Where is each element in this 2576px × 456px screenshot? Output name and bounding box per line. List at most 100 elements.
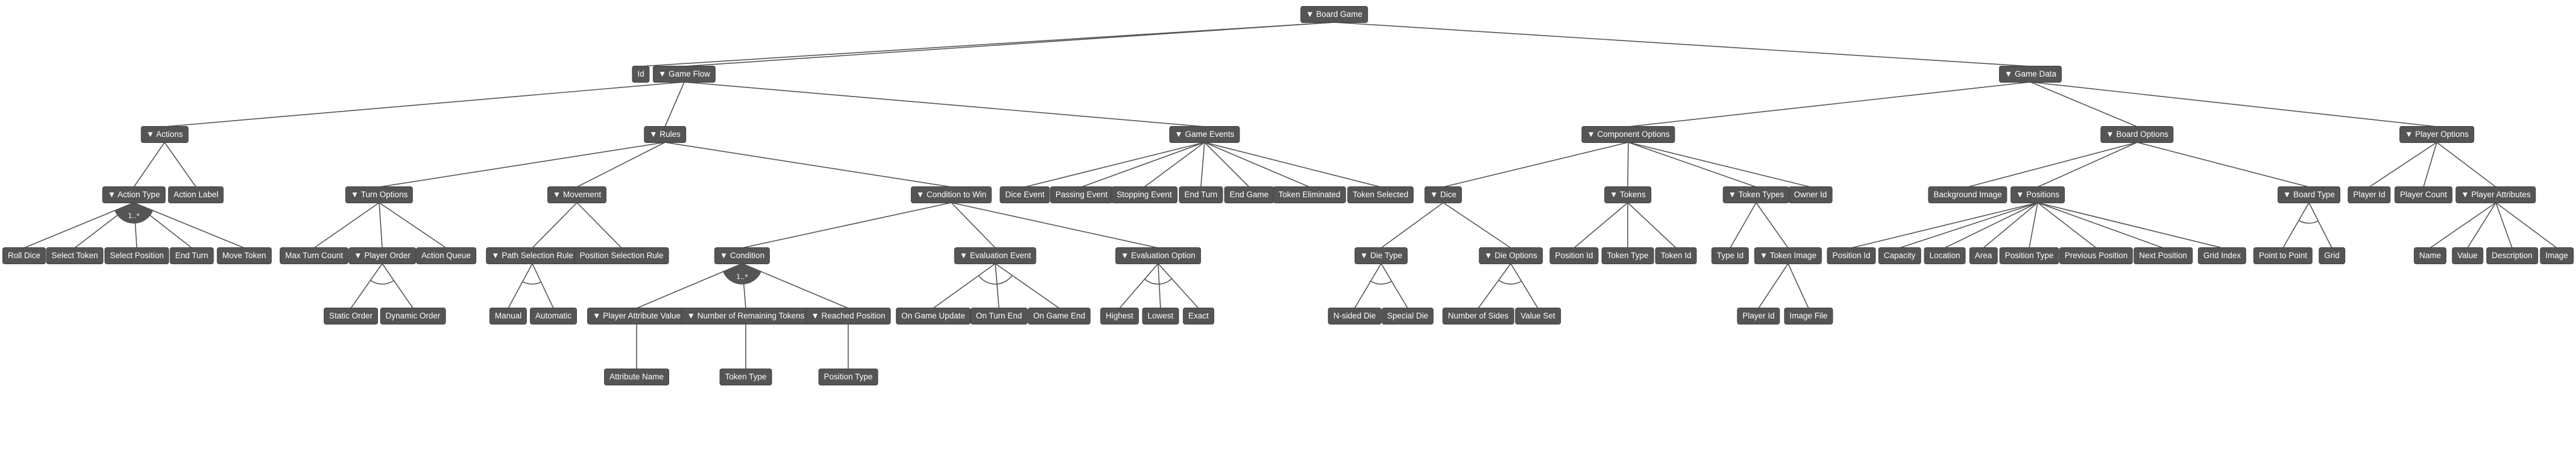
feature-node-highest[interactable]: Highest — [1101, 308, 1138, 324]
connector-board-options-to-background-image — [1967, 142, 2138, 188]
feature-node-on-game-end[interactable]: On Game End — [1028, 308, 1091, 324]
feature-node-board-game[interactable]: ▼ Board Game — [1301, 7, 1367, 22]
feature-node-component-options[interactable]: ▼ Component Options — [1582, 127, 1675, 142]
feature-node-type-id[interactable]: Type Id — [1712, 248, 1749, 264]
connector-tokens-to-position-id-tok — [1573, 202, 1628, 249]
feature-node-positions[interactable]: ▼ Positions — [2011, 187, 2064, 203]
feature-node-next-position[interactable]: Next Position — [2134, 248, 2192, 264]
feature-node-condition[interactable]: ▼ Condition — [714, 248, 770, 264]
feature-node-point-to-point[interactable]: Point to Point — [2253, 248, 2313, 264]
feature-node-owner-id[interactable]: Owner Id — [1789, 187, 1832, 203]
connector-die-type-to-special-die — [1381, 263, 1408, 309]
feature-node-on-turn-end[interactable]: On Turn End — [971, 308, 1027, 324]
connector-board-game-to-id — [640, 22, 1335, 67]
connector-condition-to-win-to-condition — [742, 202, 952, 249]
feature-node-number-of-sides[interactable]: Number of Sides — [1443, 308, 1514, 324]
feature-node-position-id-pos[interactable]: Position Id — [1827, 248, 1875, 264]
feature-node-evaluation-option[interactable]: ▼ Evaluation Option — [1116, 248, 1200, 264]
feature-node-attr-image[interactable]: Image — [2540, 248, 2573, 264]
feature-node-token-eliminated[interactable]: Token Eliminated — [1273, 187, 1346, 203]
feature-node-on-game-update[interactable]: On Game Update — [896, 308, 970, 324]
feature-node-reached-position[interactable]: ▼ Reached Position — [806, 308, 890, 324]
feature-node-background-image[interactable]: Background Image — [1929, 187, 2007, 203]
feature-node-rules[interactable]: ▼ Rules — [644, 127, 685, 142]
feature-node-special-die[interactable]: Special Die — [1382, 308, 1434, 324]
connector-player-attributes-to-attr-image — [2495, 202, 2557, 249]
connector-dice-to-die-options — [1443, 202, 1511, 249]
feature-node-actions[interactable]: ▼ Actions — [141, 127, 188, 142]
feature-node-previous-position[interactable]: Previous Position — [2059, 248, 2133, 264]
connector-turn-options-to-player-order — [379, 202, 383, 249]
feature-node-dice-event[interactable]: Dice Event — [1000, 187, 1050, 203]
feature-node-exact[interactable]: Exact — [1183, 308, 1214, 324]
feature-node-player-id[interactable]: Player Id — [2348, 187, 2390, 203]
feature-node-n-sided-die[interactable]: N-sided Die — [1328, 308, 1381, 324]
feature-node-stopping-event[interactable]: Stopping Event — [1112, 187, 1177, 203]
feature-node-token-image[interactable]: ▼ Token Image — [1754, 248, 1822, 264]
feature-node-player-options[interactable]: ▼ Player Options — [2400, 127, 2474, 142]
feature-node-token-type[interactable]: Token Type — [1602, 248, 1654, 264]
feature-node-position-type-cond[interactable]: Position Type — [819, 369, 878, 385]
feature-node-action-queue[interactable]: Action Queue — [417, 248, 476, 264]
feature-node-number-of-remaining-tokens[interactable]: ▼ Number of Remaining Tokens — [682, 308, 810, 324]
feature-node-location[interactable]: Location — [1924, 248, 1965, 264]
feature-node-die-options[interactable]: ▼ Die Options — [1479, 248, 1542, 264]
feature-node-lowest[interactable]: Lowest — [1142, 308, 1179, 324]
connector-tokens-to-token-id — [1627, 202, 1677, 249]
feature-node-select-position[interactable]: Select Position — [105, 248, 169, 264]
feature-node-image-file[interactable]: Image File — [1784, 308, 1833, 324]
feature-node-path-selection-rule[interactable]: ▼ Path Selection Rule — [487, 248, 578, 264]
feature-node-attr-name[interactable]: Name — [2414, 248, 2446, 264]
feature-node-passing-event[interactable]: Passing Event — [1050, 187, 1113, 203]
feature-node-end-turn-action[interactable]: End Turn — [170, 248, 213, 264]
feature-node-player-attribute-value[interactable]: ▼ Player Attribute Value — [588, 308, 685, 324]
feature-node-action-label[interactable]: Action Label — [168, 187, 224, 203]
feature-node-area[interactable]: Area — [1970, 248, 1997, 264]
feature-node-end-turn-event[interactable]: End Turn — [1179, 187, 1223, 203]
feature-node-id[interactable]: Id — [632, 66, 649, 82]
feature-node-dice[interactable]: ▼ Dice — [1425, 187, 1462, 203]
connector-dice-to-die-type — [1381, 202, 1444, 249]
feature-node-player-attributes[interactable]: ▼ Player Attributes — [2456, 187, 2536, 203]
feature-node-action-type[interactable]: ▼ Action Type — [102, 187, 165, 203]
feature-node-dynamic-order[interactable]: Dynamic Order — [380, 308, 446, 324]
feature-node-automatic[interactable]: Automatic — [530, 308, 577, 324]
alternative-group-evaluation-event — [978, 275, 1013, 285]
feature-node-attr-value[interactable]: Value — [2452, 248, 2483, 264]
feature-node-move-token[interactable]: Move Token — [217, 248, 271, 264]
feature-node-value-set[interactable]: Value Set — [1516, 308, 1560, 324]
feature-node-board-type[interactable]: ▼ Board Type — [2278, 187, 2340, 203]
feature-node-turn-options[interactable]: ▼ Turn Options — [345, 187, 413, 203]
feature-node-token-type-cond[interactable]: Token Type — [720, 369, 772, 385]
feature-node-player-order[interactable]: ▼ Player Order — [349, 248, 415, 264]
feature-node-end-game-event[interactable]: End Game — [1224, 187, 1274, 203]
feature-node-game-flow[interactable]: ▼ Game Flow — [653, 66, 716, 82]
feature-node-die-type[interactable]: ▼ Die Type — [1355, 248, 1408, 264]
feature-node-static-order[interactable]: Static Order — [324, 308, 378, 324]
feature-node-token-selected[interactable]: Token Selected — [1347, 187, 1414, 203]
feature-node-position-type-pos[interactable]: Position Type — [2000, 248, 2059, 264]
feature-node-position-selection-rule[interactable]: Position Selection Rule — [575, 248, 669, 264]
feature-node-token-types[interactable]: ▼ Token Types — [1723, 187, 1789, 203]
feature-node-roll-dice[interactable]: Roll Dice — [2, 248, 46, 264]
feature-node-tokens[interactable]: ▼ Tokens — [1605, 187, 1651, 203]
feature-node-attribute-name[interactable]: Attribute Name — [604, 369, 669, 385]
feature-node-select-token[interactable]: Select Token — [46, 248, 103, 264]
feature-node-manual[interactable]: Manual — [490, 308, 527, 324]
connector-actions-to-action-label — [164, 142, 197, 188]
feature-node-grid-index[interactable]: Grid Index — [2198, 248, 2246, 264]
feature-node-movement[interactable]: ▼ Movement — [547, 187, 606, 203]
feature-node-evaluation-event[interactable]: ▼ Evaluation Event — [954, 248, 1036, 264]
feature-node-game-data[interactable]: ▼ Game Data — [1999, 66, 2062, 82]
feature-node-condition-to-win[interactable]: ▼ Condition to Win — [911, 187, 992, 203]
feature-node-player-id-img[interactable]: Player Id — [1737, 308, 1780, 324]
feature-node-player-count[interactable]: Player Count — [2395, 187, 2452, 203]
feature-node-grid[interactable]: Grid — [2319, 248, 2345, 264]
feature-node-max-turn-count[interactable]: Max Turn Count — [280, 248, 348, 264]
feature-node-board-options[interactable]: ▼ Board Options — [2101, 127, 2173, 142]
feature-node-token-id[interactable]: Token Id — [1655, 248, 1696, 264]
feature-node-capacity[interactable]: Capacity — [1878, 248, 1921, 264]
feature-node-game-events[interactable]: ▼ Game Events — [1170, 127, 1239, 142]
feature-node-position-id-tok[interactable]: Position Id — [1550, 248, 1598, 264]
feature-node-attr-description[interactable]: Description — [2487, 248, 2537, 264]
